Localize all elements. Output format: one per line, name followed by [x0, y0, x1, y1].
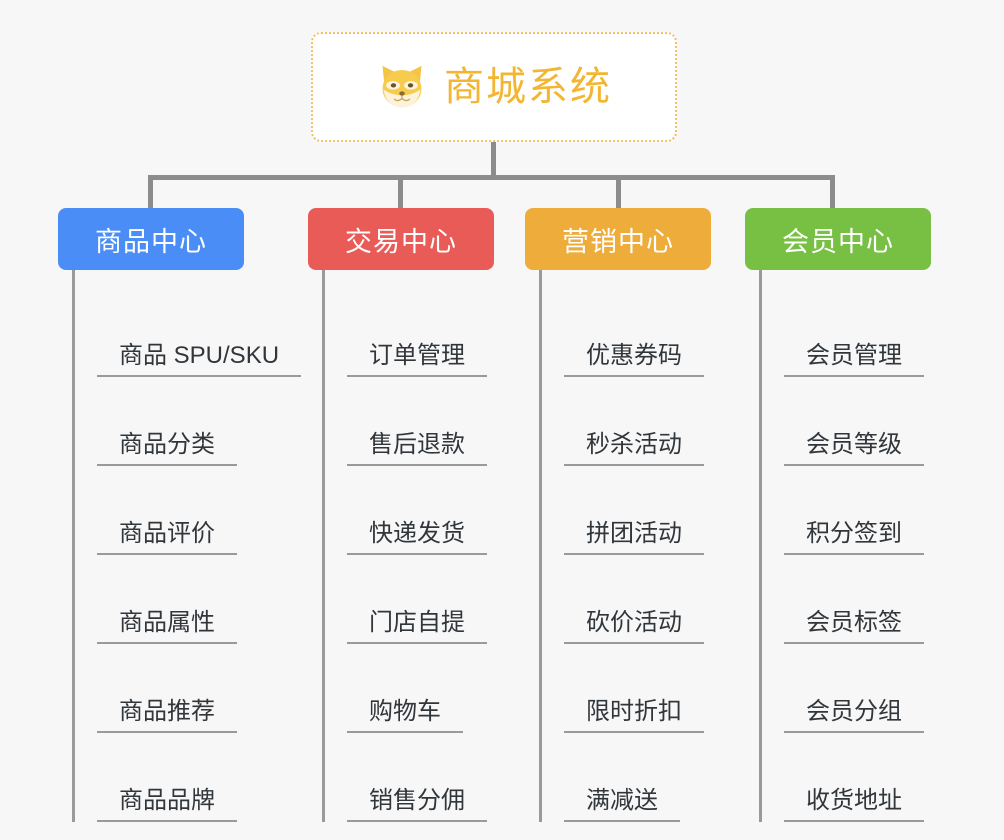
branch-product-center: 商品中心 商品 SPU/SKU 商品分类 商品评价 商品属性 商品推荐 商品品牌 — [58, 208, 378, 822]
list-item[interactable]: 满减送 — [542, 733, 755, 822]
list-item[interactable]: 砍价活动 — [542, 555, 755, 644]
connector-horizontal-bus — [148, 175, 835, 180]
leaf-label: 积分签到 — [784, 520, 924, 555]
category-header-member-center[interactable]: 会员中心 — [745, 208, 931, 270]
leaf-label: 砍价活动 — [564, 609, 704, 644]
list-item[interactable]: 收货地址 — [762, 733, 985, 822]
leaf-label: 秒杀活动 — [564, 431, 704, 466]
leaf-label: 优惠券码 — [564, 342, 704, 377]
branch-trade-center: 交易中心 订单管理 售后退款 快递发货 门店自提 购物车 销售分佣 — [308, 208, 558, 822]
leaf-label: 商品评价 — [97, 520, 237, 555]
branch-marketing-center: 营销中心 优惠券码 秒杀活动 拼团活动 砍价活动 限时折扣 满减送 — [525, 208, 755, 822]
list-item[interactable]: 门店自提 — [325, 555, 558, 644]
leaf-list-marketing-center: 优惠券码 秒杀活动 拼团活动 砍价活动 限时折扣 满减送 — [539, 270, 755, 822]
list-item[interactable]: 商品推荐 — [75, 644, 378, 733]
leaf-label: 会员等级 — [784, 431, 924, 466]
connector-drop-marketing-center — [616, 176, 621, 208]
category-header-product-center[interactable]: 商品中心 — [58, 208, 244, 270]
root-title: 商城系统 — [444, 65, 612, 109]
leaf-label: 商品属性 — [97, 609, 237, 644]
connector-drop-product-center — [148, 176, 153, 208]
list-item[interactable]: 订单管理 — [325, 288, 558, 377]
leaf-label: 会员管理 — [784, 342, 924, 377]
leaf-list-trade-center: 订单管理 售后退款 快递发货 门店自提 购物车 销售分佣 — [322, 270, 558, 822]
list-item[interactable]: 商品分类 — [75, 377, 378, 466]
list-item[interactable]: 商品品牌 — [75, 733, 378, 822]
list-item[interactable]: 优惠券码 — [542, 288, 755, 377]
leaf-list-member-center: 会员管理 会员等级 积分签到 会员标签 会员分组 收货地址 — [759, 270, 985, 822]
list-item[interactable]: 商品属性 — [75, 555, 378, 644]
list-item[interactable]: 会员标签 — [762, 555, 985, 644]
connector-drop-trade-center — [398, 176, 403, 208]
list-item[interactable]: 积分签到 — [762, 466, 985, 555]
list-item[interactable]: 秒杀活动 — [542, 377, 755, 466]
leaf-label: 购物车 — [347, 698, 463, 733]
list-item[interactable]: 购物车 — [325, 644, 558, 733]
leaf-label: 快递发货 — [347, 520, 487, 555]
list-item[interactable]: 销售分佣 — [325, 733, 558, 822]
list-item[interactable]: 会员等级 — [762, 377, 985, 466]
connector-root-stem — [491, 142, 496, 178]
leaf-label: 销售分佣 — [347, 787, 487, 822]
leaf-label: 售后退款 — [347, 431, 487, 466]
leaf-label: 商品 SPU/SKU — [97, 342, 302, 377]
list-item[interactable]: 快递发货 — [325, 466, 558, 555]
leaf-label: 商品分类 — [97, 431, 237, 466]
leaf-label: 满减送 — [564, 787, 680, 822]
leaf-label: 门店自提 — [347, 609, 487, 644]
list-item[interactable]: 拼团活动 — [542, 466, 755, 555]
list-item[interactable]: 限时折扣 — [542, 644, 755, 733]
leaf-label: 会员标签 — [784, 609, 924, 644]
category-header-trade-center[interactable]: 交易中心 — [308, 208, 494, 270]
connector-drop-member-center — [830, 176, 835, 208]
list-item[interactable]: 会员管理 — [762, 288, 985, 377]
leaf-label: 拼团活动 — [564, 520, 704, 555]
leaf-label: 收货地址 — [784, 787, 924, 822]
leaf-list-product-center: 商品 SPU/SKU 商品分类 商品评价 商品属性 商品推荐 商品品牌 — [72, 270, 378, 822]
leaf-label: 会员分组 — [784, 698, 924, 733]
branch-member-center: 会员中心 会员管理 会员等级 积分签到 会员标签 会员分组 收货地址 — [745, 208, 985, 822]
leaf-label: 订单管理 — [347, 342, 487, 377]
list-item[interactable]: 售后退款 — [325, 377, 558, 466]
root-node[interactable]: 商城系统 — [311, 32, 677, 142]
list-item[interactable]: 商品评价 — [75, 466, 378, 555]
leaf-label: 商品品牌 — [97, 787, 237, 822]
shiba-dog-icon — [382, 65, 422, 109]
list-item[interactable]: 商品 SPU/SKU — [75, 288, 378, 377]
leaf-label: 限时折扣 — [564, 698, 704, 733]
list-item[interactable]: 会员分组 — [762, 644, 985, 733]
category-header-marketing-center[interactable]: 营销中心 — [525, 208, 711, 270]
leaf-label: 商品推荐 — [97, 698, 237, 733]
